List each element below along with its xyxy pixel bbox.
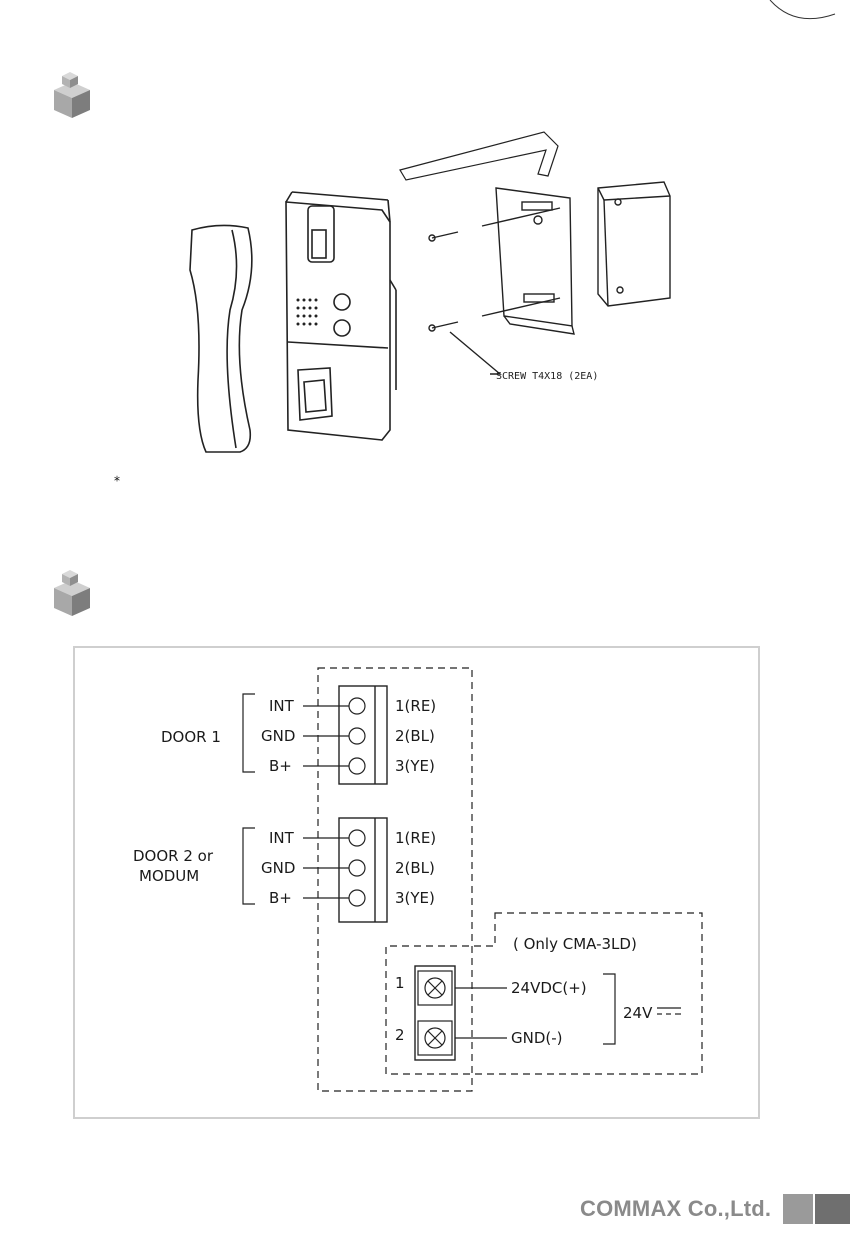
door1-label: DOOR 1 [161, 728, 221, 746]
door2-wire-2: 2(BL) [395, 859, 435, 877]
door1-terminal-gnd: GND [261, 727, 295, 745]
power-line-gnd: GND(-) [511, 1029, 563, 1047]
power-line-24vdc: 24VDC(+) [511, 979, 587, 997]
screw-label: SCREW T4X18 (2EA) [496, 371, 598, 382]
wiring-svg: DOOR 1 INT GND B+ 1(RE) 2(BL) 3(YE) DOOR… [75, 648, 758, 1117]
brand-logo-text: COMMAX Co.,Ltd. [580, 1196, 771, 1222]
back-box [598, 182, 670, 306]
door2-label-line1: DOOR 2 or [133, 847, 214, 865]
note-bullet: ⁎ [114, 470, 120, 484]
door1-wire-1: 1(RE) [395, 697, 436, 715]
door1-wire-3: 3(YE) [395, 757, 435, 775]
door2-terminal-bplus: B+ [269, 889, 292, 907]
crop-mark [0, 0, 850, 40]
mounting-bracket [496, 188, 574, 334]
wiring-diagram: DOOR 1 INT GND B+ 1(RE) 2(BL) 3(YE) DOOR… [73, 646, 760, 1119]
door2-wire-1: 1(RE) [395, 829, 436, 847]
section-cube-icon [50, 70, 94, 120]
screws [429, 208, 560, 374]
dc-symbol-icon [657, 1008, 681, 1014]
power-pin-1: 1 [395, 974, 405, 992]
power-terminal-block [415, 966, 455, 1060]
door2-terminal-gnd: GND [261, 859, 295, 877]
door2-terminal-int: INT [269, 829, 295, 847]
door2-label-line2: MODUM [139, 867, 199, 885]
speaker-grille [297, 299, 318, 326]
door1-terminal-bplus: B+ [269, 757, 292, 775]
power-pin-2: 2 [395, 1026, 405, 1044]
power-supply-label: 24V [623, 1004, 653, 1022]
door1-terminal-int: INT [269, 697, 295, 715]
wall-strip [400, 132, 558, 180]
door1-wire-2: 2(BL) [395, 727, 435, 745]
power-title: ( Only CMA-3LD) [513, 935, 637, 953]
installation-diagram: SCREW T4X18 (2EA) [160, 130, 700, 470]
handset [190, 225, 252, 452]
section-cube-icon-2 [50, 568, 94, 618]
screw-terminal-icon [425, 978, 445, 1048]
door2-wire-3: 3(YE) [395, 889, 435, 907]
footer-tab-dark [815, 1194, 850, 1224]
footer-tab-light [783, 1194, 813, 1224]
